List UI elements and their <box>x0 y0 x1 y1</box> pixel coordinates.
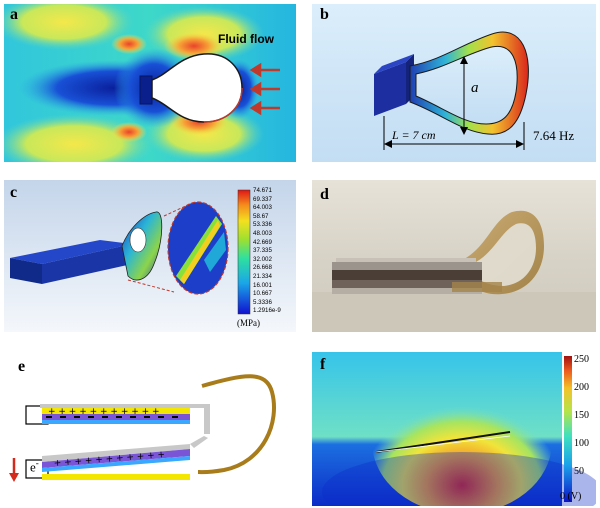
colorbar-tick: 10.667 <box>253 290 272 298</box>
positive-charges-top: + + + + + + + + + + + <box>48 407 160 417</box>
electron-label: e- <box>30 458 39 475</box>
deformed-cantilever-plot <box>312 4 596 162</box>
colorbar-tick: 74.671 <box>253 187 272 194</box>
colorbar-tick: 21.334 <box>253 273 272 280</box>
colorbar-tick: 32.002 <box>253 255 272 263</box>
panel-label-a: a <box>10 6 18 23</box>
fluid-flow-label: Fluid flow <box>218 32 274 46</box>
colorbar-tick: 42.669 <box>253 238 272 246</box>
working-mechanism-schematic: + + + + + + + + + + + + + + + + + + + + … <box>4 352 296 506</box>
panel-f: f 250 200 150 100 50 0 (V) <box>312 352 596 506</box>
colorbar-tick: 200 <box>574 382 589 393</box>
colorbar-tick: 53.336 <box>253 221 272 229</box>
colorbar-tick: 64.003 <box>253 204 272 212</box>
panel-label-d: d <box>320 186 329 203</box>
colorbar-tick: 150 <box>574 410 589 421</box>
colorbar-tick: 69.337 <box>253 195 272 203</box>
colorbar-tick: 1.2916e-9 <box>253 307 281 315</box>
length-label: L = 7 cm <box>392 128 436 142</box>
electron-charge: - <box>35 458 39 468</box>
potential-colorbar-ticks: 250 200 150 100 50 0 (V) <box>560 354 596 504</box>
colorbar-tick: 26.668 <box>253 264 272 272</box>
panel-label-b: b <box>320 6 329 23</box>
potential-distribution-plot <box>312 352 596 506</box>
colorbar-tick: 16.001 <box>253 281 272 289</box>
colorbar-tick: 250 <box>574 354 589 365</box>
colorbar-tick: 37.335 <box>253 247 272 255</box>
dimension-a-label: a <box>471 80 479 96</box>
svg-text:+ + + + + + + + + + +: + + + + + + + + + + + <box>48 407 160 417</box>
stress-colorbar-ticks: 74.671 69.337 64.003 58.67 53.336 48.003… <box>253 187 295 319</box>
panel-c: c 74.671 69.337 64.003 58.67 53.336 48.0… <box>4 180 296 332</box>
panel-a: a Fluid flow <box>4 4 296 162</box>
colorbar-tick: 48.003 <box>253 230 272 237</box>
panel-d: d <box>312 180 596 332</box>
panel-label-f: f <box>320 356 326 373</box>
flow-field-plot <box>4 4 296 162</box>
frequency-label: 7.64 Hz <box>533 128 575 143</box>
colorbar-tick: 58.67 <box>253 212 269 220</box>
colorbar-tick: 0 (V) <box>560 491 582 502</box>
colorbar-tick: 100 <box>574 438 589 449</box>
panel-e: + + + + + + + + + + + + + + + + + + + + … <box>4 352 296 506</box>
colorbar-tick: 5.3336 <box>253 298 272 306</box>
electron-symbol: e <box>30 459 36 475</box>
colorbar-tick: 50 <box>574 466 584 477</box>
panel-b: b a L = 7 cm 7.64 Hz <box>312 4 596 162</box>
panel-label-e: e <box>18 358 26 375</box>
device-photo <box>312 180 596 332</box>
stress-unit-label: (MPa) <box>237 318 260 328</box>
stress-distribution-plot <box>4 180 296 332</box>
negative-charges-top <box>46 416 178 418</box>
panel-label-c: c <box>10 184 18 201</box>
flow-arrows <box>249 62 280 116</box>
